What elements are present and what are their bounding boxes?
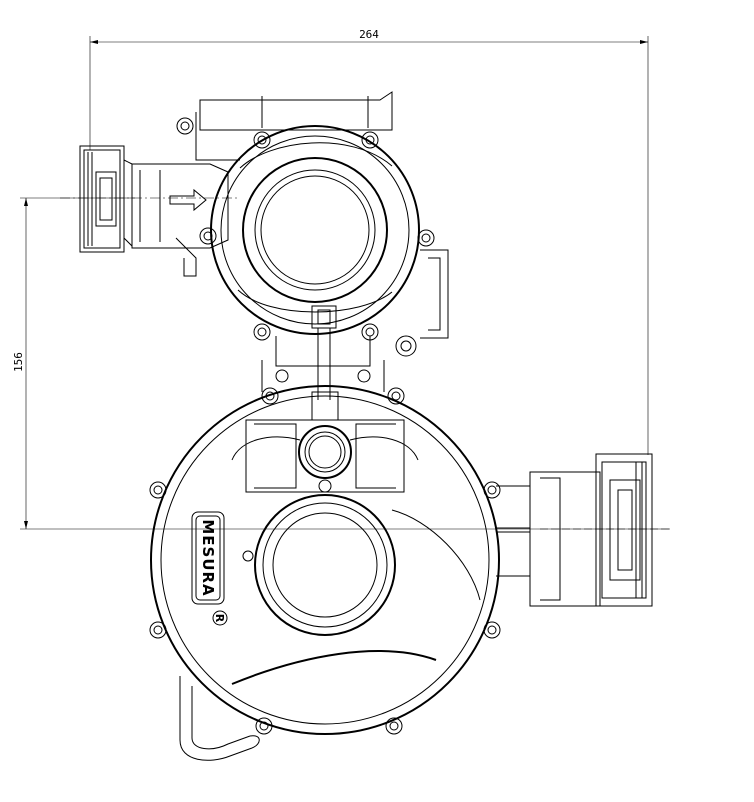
lower-bolt [387,387,405,405]
flow-direction-arrow-icon [169,188,207,212]
lower-bolt [483,621,501,639]
upper-bolt [253,323,271,341]
lower-bolt [255,717,273,735]
height-dimension: 156 [12,197,670,530]
upper-regulator-body [131,91,393,277]
upper-bolt [199,227,217,245]
registered-mark: R [213,614,226,623]
brand-name: MESURA [199,519,217,596]
inlet-connector [79,145,133,253]
connecting-pipe [261,328,385,400]
lower-bolt [261,387,279,405]
lower-regulator-body [149,385,501,735]
height-dimension-label: 156 [12,352,25,372]
upper-dome [199,125,449,357]
upper-bolt [253,131,271,149]
outlet-connector [496,453,670,607]
brand-plate: MESURA R [191,511,228,626]
width-dimension: 264 [89,28,649,455]
lower-bolt [483,481,501,499]
lower-bolt [385,717,403,735]
lower-bolt [149,481,167,499]
upper-bolt [361,131,379,149]
lower-bolt [149,621,167,639]
upper-bolt [417,229,435,247]
width-dimension-label: 264 [359,28,379,41]
hose-hook [179,676,260,761]
